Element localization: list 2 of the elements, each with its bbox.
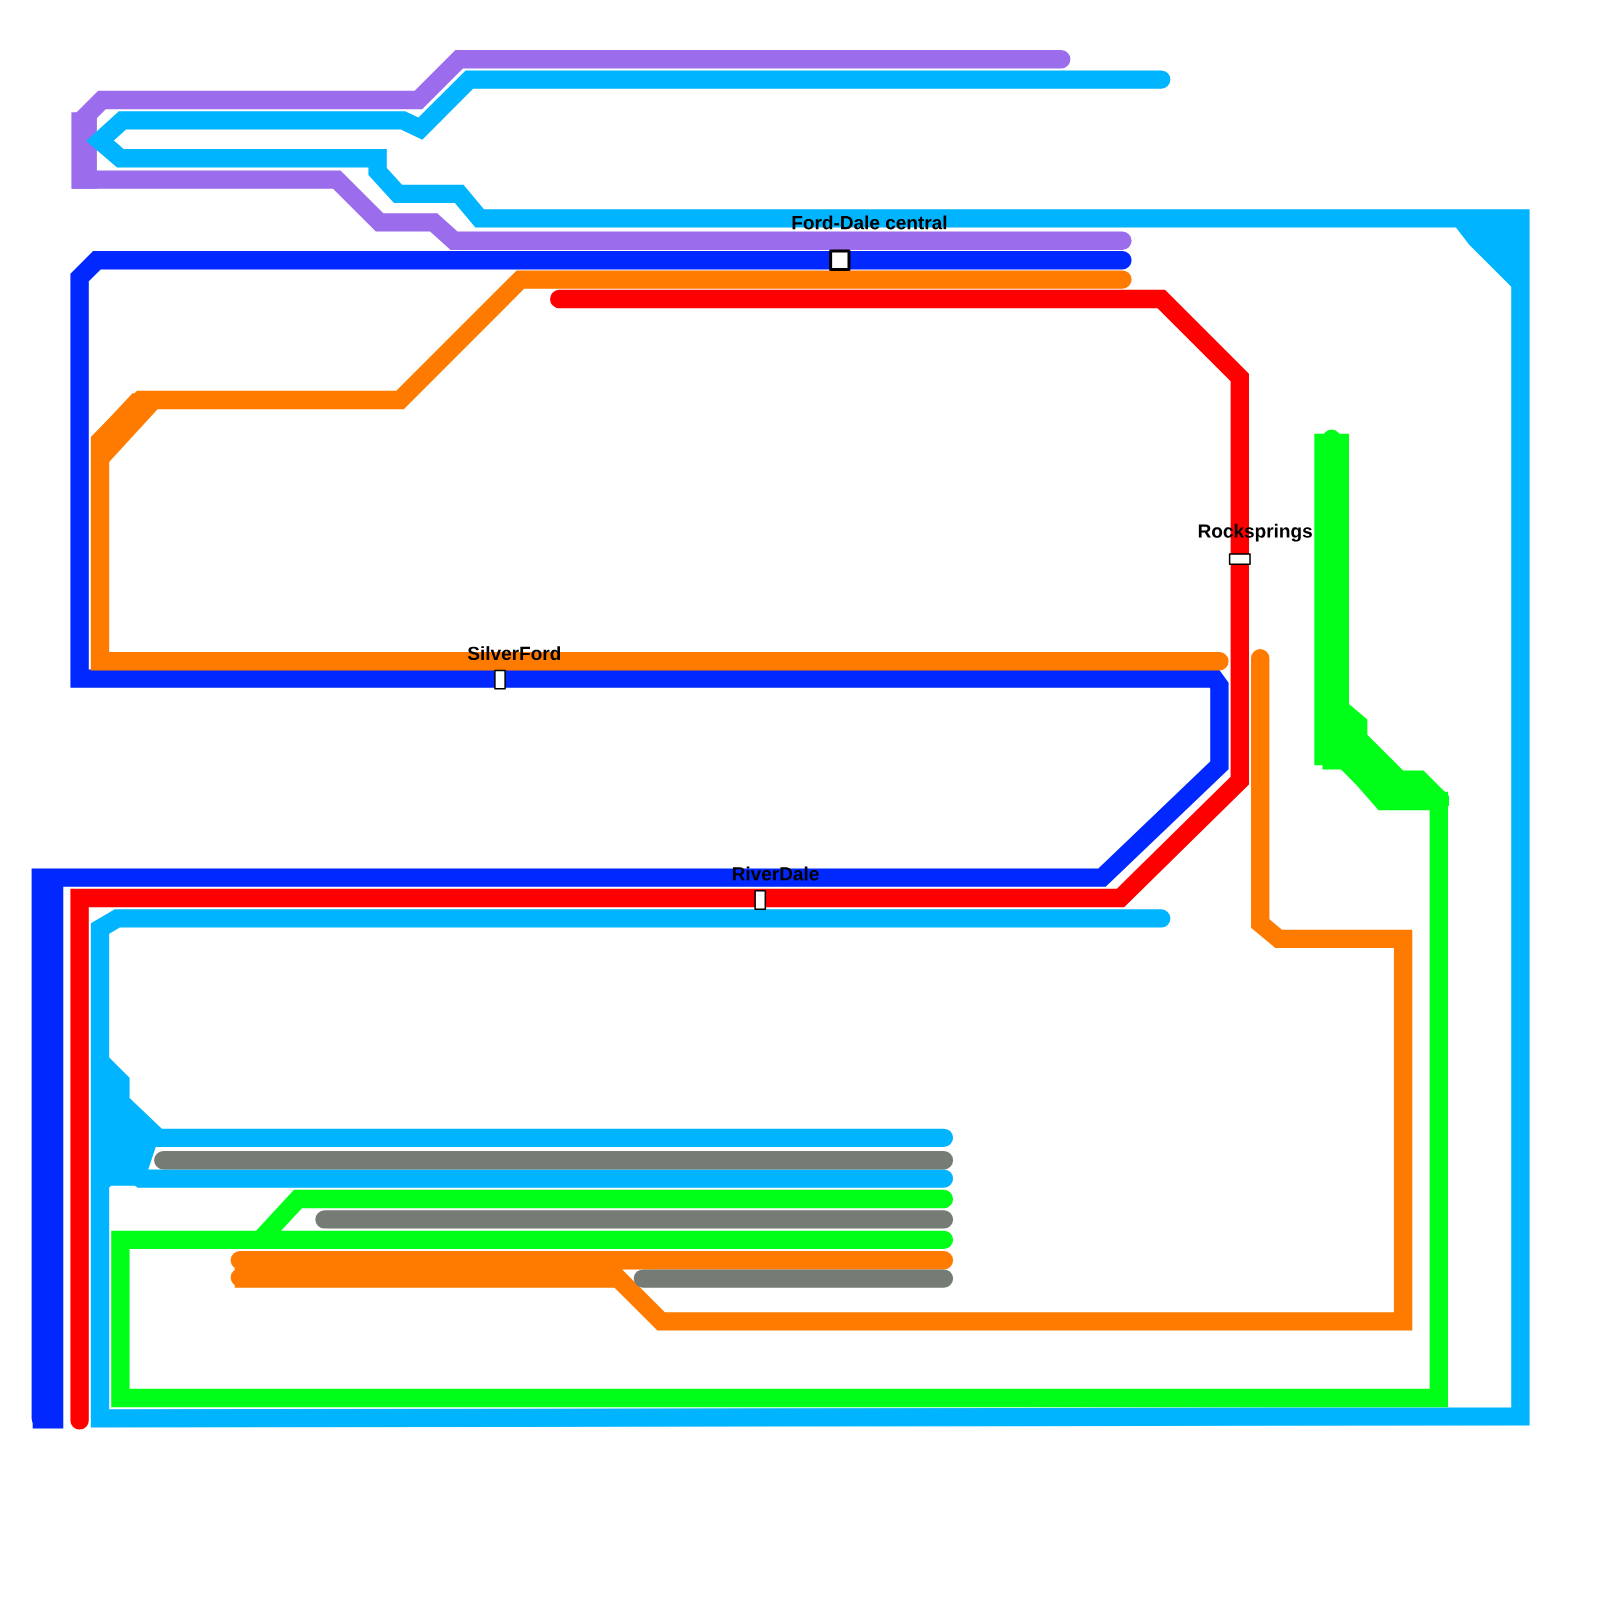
station-label: RiverDale: [732, 866, 819, 881]
station-label: Ford-Dale central: [792, 215, 947, 230]
